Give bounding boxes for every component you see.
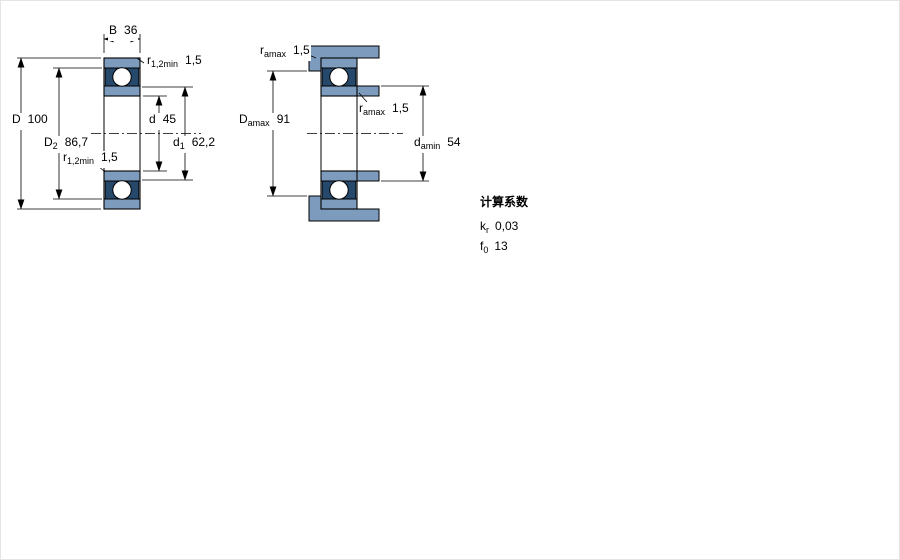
factor-subscript: 0 — [483, 245, 489, 255]
bearing-section-top — [103, 57, 141, 97]
dimension-lines-right — [267, 52, 429, 197]
calc-factor-f0: f0 13 — [480, 239, 528, 255]
dim-value: 100 — [27, 112, 48, 126]
factor-symbol: k — [480, 219, 486, 233]
dim-label-Da: Damax 91 — [238, 112, 292, 130]
dim-label-da: damin 54 — [413, 136, 462, 153]
cross-section-view — [91, 57, 201, 210]
calculation-factors-block: 计算系数 kr 0,03 f0 13 — [480, 193, 528, 259]
dim-symbol: D — [44, 135, 53, 149]
dim-label-ra-top: ramax 1,5 — [259, 44, 311, 61]
dim-symbol: B — [109, 23, 118, 37]
dim-subscript: amax — [363, 107, 386, 117]
leader-ra-mid — [358, 92, 368, 103]
dim-symbol: D — [239, 112, 248, 126]
dim-label-d: d 45 — [148, 112, 178, 130]
calculation-factors-title: 计算系数 — [480, 195, 529, 209]
shaft-shoulder-bottom — [356, 170, 380, 182]
dim-subscript: 1 — [179, 141, 185, 151]
dim-symbol: r — [63, 150, 67, 164]
bearing-section-bottom — [103, 170, 141, 210]
dim-value: 62,2 — [191, 135, 216, 149]
dim-value: 36 — [124, 23, 138, 37]
factor-value: 0,03 — [495, 219, 519, 233]
dim-symbol: D — [12, 112, 21, 126]
dim-subscript: 1,2min — [151, 59, 179, 69]
dim-label-D: D 100 — [11, 113, 49, 130]
dim-symbol: r — [359, 101, 363, 115]
bearing-section-bottom — [320, 170, 358, 210]
dim-value: 1,5 — [101, 150, 118, 164]
dim-symbol: d — [414, 135, 421, 149]
dim-value: 45 — [162, 112, 177, 126]
dim-subscript: 1,2min — [67, 156, 95, 166]
dim-label-B: B 36 — [108, 23, 139, 41]
dim-label-ra-mid: ramax 1,5 — [358, 102, 410, 119]
dim-symbol: d — [173, 135, 180, 149]
abutment-view — [307, 45, 403, 222]
dim-label-r12-top: r1,2min 1,5 — [146, 54, 203, 71]
dim-symbol: r — [147, 53, 151, 67]
factor-value: 13 — [494, 239, 508, 253]
dim-subscript: amax — [264, 49, 287, 59]
dim-label-d1: d1 62,2 — [172, 135, 217, 153]
dim-subscript: amin — [420, 141, 441, 151]
dim-subscript: amax — [247, 118, 270, 128]
dim-label-D2: D2 86,7 — [43, 135, 90, 153]
dim-value: 86,7 — [64, 135, 89, 149]
leader-r12-top — [137, 58, 145, 64]
dim-value: 91 — [276, 112, 291, 126]
dim-label-r12-bottom: r1,2min 1,5 — [62, 151, 119, 168]
dim-value: 1,5 — [392, 101, 409, 115]
dim-symbol: d — [149, 112, 156, 126]
bearing-section-top — [320, 57, 358, 97]
dim-symbol: r — [260, 43, 264, 57]
dim-value: 1,5 — [293, 43, 310, 57]
dim-value: 1,5 — [185, 53, 202, 67]
factor-subscript: r — [486, 225, 489, 235]
dim-value: 54 — [447, 135, 461, 149]
dim-subscript: 2 — [52, 141, 58, 151]
calc-factor-kr: kr 0,03 — [480, 219, 528, 235]
factor-symbol: f — [480, 239, 484, 253]
